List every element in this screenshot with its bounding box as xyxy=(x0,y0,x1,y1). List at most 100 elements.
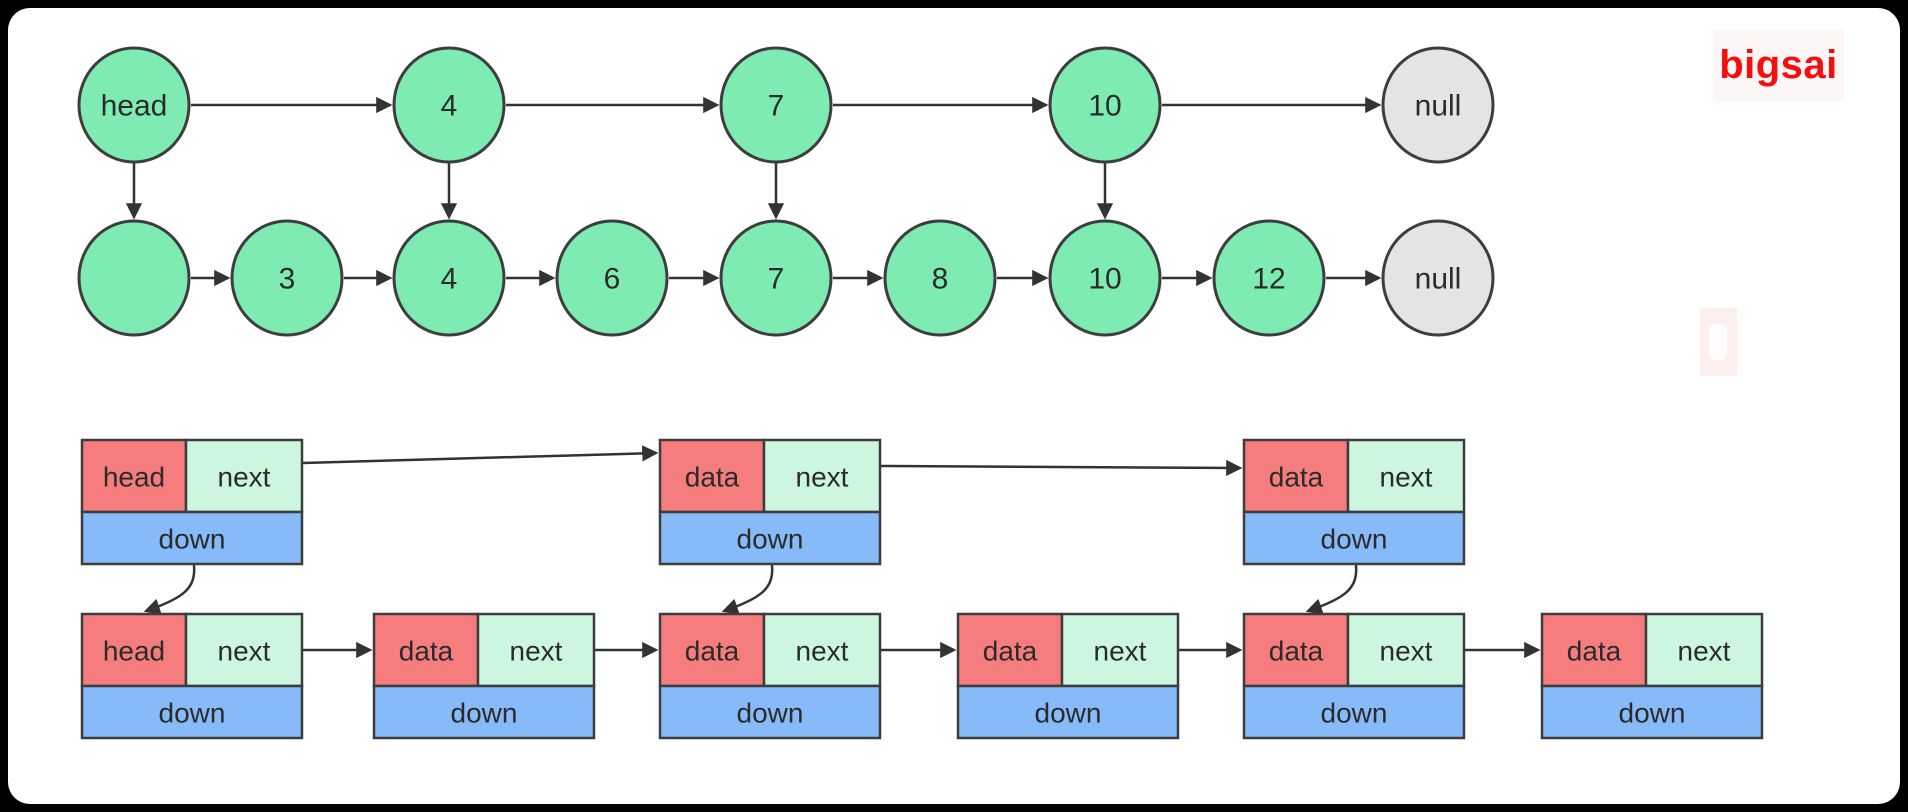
node-circle xyxy=(1212,219,1326,337)
data-cell-label: data xyxy=(983,636,1038,667)
down-cell-label: down xyxy=(1321,524,1388,555)
down-cell-label: down xyxy=(451,698,518,729)
next-cell-label: next xyxy=(510,636,563,667)
base-level-node-10: 10 xyxy=(1048,219,1162,337)
lower-row-box-data: data next down xyxy=(372,612,596,740)
watermark-badge: bigsai xyxy=(1713,30,1844,101)
base-level-node-8: 8 xyxy=(883,219,997,337)
base-level-node-12: 12 xyxy=(1212,219,1326,337)
express-level-node-10: 10 xyxy=(1048,46,1162,164)
node-circle xyxy=(1381,46,1495,164)
down-cell xyxy=(956,684,1180,740)
data-cell xyxy=(658,438,766,514)
base-level-node-empty xyxy=(77,219,191,337)
node-circle xyxy=(555,219,669,337)
down-cell xyxy=(1540,684,1764,740)
data-cell xyxy=(956,612,1064,688)
next-cell xyxy=(762,438,882,514)
down-cell-label: down xyxy=(737,524,804,555)
base-level-node-3: 3 xyxy=(230,219,344,337)
node-circle xyxy=(883,219,997,337)
down-cell-label: down xyxy=(1035,698,1102,729)
next-cell-label: next xyxy=(796,462,849,493)
lower-row-box-head: head next down xyxy=(80,612,304,740)
data-cell-label: data xyxy=(1269,462,1324,493)
base-level-node-4: 4 xyxy=(392,219,506,337)
node-circle xyxy=(1381,219,1495,337)
next-cell xyxy=(1060,612,1180,688)
down-cell-label: down xyxy=(737,698,804,729)
node-label: 10 xyxy=(1088,263,1121,296)
data-cell xyxy=(372,612,480,688)
node-label: 12 xyxy=(1252,263,1285,296)
down-cell xyxy=(658,684,882,740)
faint-watermark-glyph xyxy=(1709,324,1727,360)
node-circle xyxy=(77,219,191,337)
node-circle xyxy=(1048,219,1162,337)
node-circle xyxy=(1048,46,1162,164)
data-cell-label: data xyxy=(1567,636,1622,667)
node-label: null xyxy=(1415,263,1462,296)
next-cell-label: next xyxy=(1678,636,1731,667)
base-level-node-7: 7 xyxy=(719,219,833,337)
down-cell-label: down xyxy=(1321,698,1388,729)
down-pointer-arrow xyxy=(1305,564,1358,615)
data-cell-label: data xyxy=(399,636,454,667)
node-circle xyxy=(230,219,344,337)
node-circle xyxy=(392,46,506,164)
express-level-node-head: head xyxy=(77,46,191,164)
down-cell xyxy=(80,510,304,566)
data-cell xyxy=(80,612,188,688)
data-cell-label: head xyxy=(103,636,165,667)
down-pointer-arrow xyxy=(143,564,196,615)
next-cell-label: next xyxy=(796,636,849,667)
down-cell-label: down xyxy=(1619,698,1686,729)
node-label: 4 xyxy=(441,263,458,296)
down-cell xyxy=(80,684,304,740)
node-label: 3 xyxy=(279,263,296,296)
base-level-node-null: null xyxy=(1381,219,1495,337)
node-label: head xyxy=(101,90,168,123)
next-cell-label: next xyxy=(218,462,271,493)
data-cell xyxy=(1242,438,1350,514)
lower-row-box-data: data next down xyxy=(1540,612,1764,740)
canvas xyxy=(8,8,1900,804)
node-label: 7 xyxy=(768,90,785,123)
next-cell xyxy=(476,612,596,688)
next-cell-label: next xyxy=(218,636,271,667)
down-cell xyxy=(658,510,882,566)
express-level-node-4: 4 xyxy=(392,46,506,164)
node-label: 7 xyxy=(768,263,785,296)
node-label: null xyxy=(1415,90,1462,123)
next-cell xyxy=(762,612,882,688)
down-cell xyxy=(1242,684,1466,740)
down-cell-label: down xyxy=(159,524,226,555)
upper-row-box-head: head next down xyxy=(80,438,304,566)
node-circle xyxy=(719,219,833,337)
data-cell-label: head xyxy=(103,462,165,493)
node-circle xyxy=(77,46,191,164)
next-cell xyxy=(184,612,304,688)
down-cell-label: down xyxy=(159,698,226,729)
next-cell xyxy=(1346,438,1466,514)
base-level-node-6: 6 xyxy=(555,219,669,337)
node-circle xyxy=(392,219,506,337)
data-cell xyxy=(80,438,188,514)
next-cell-label: next xyxy=(1380,462,1433,493)
down-cell xyxy=(1242,510,1466,566)
node-label: 10 xyxy=(1088,90,1121,123)
upper-next-arrow xyxy=(880,459,1243,477)
down-pointer-arrow xyxy=(721,564,774,615)
node-circle xyxy=(719,46,833,164)
next-cell-label: next xyxy=(1380,636,1433,667)
lower-row-box-data: data next down xyxy=(1242,612,1466,740)
express-level-node-null: null xyxy=(1381,46,1495,164)
data-cell xyxy=(658,612,766,688)
data-cell-label: data xyxy=(1269,636,1324,667)
express-level-node-7: 7 xyxy=(719,46,833,164)
